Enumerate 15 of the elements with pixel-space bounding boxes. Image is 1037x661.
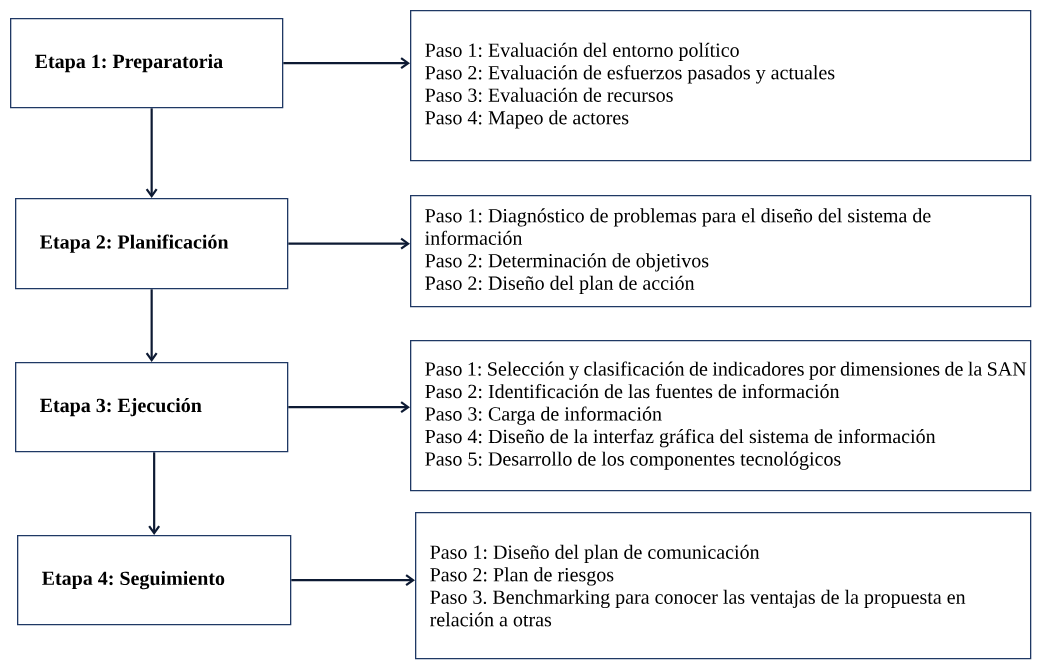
arrow: [288, 401, 410, 414]
arrow: [145, 108, 158, 198]
arrow: [291, 574, 415, 587]
steps-box: Paso 1: Diagnóstico de problemas para el diseño del sistema de información Paso 2: Determinación de objetivos Paso 2: Diseño del plan de acción: [410, 195, 1032, 308]
stage-box: Etapa 2: Planificación: [15, 198, 289, 290]
stage-box: Etapa 3: Ejecución: [15, 362, 289, 453]
arrow: [283, 57, 410, 70]
stage-box: Etapa 1: Preparatoria: [10, 18, 284, 109]
arrow: [148, 452, 161, 535]
steps-box: Paso 1: Diseño del plan de comunicación Paso 2: Plan de riesgos Paso 3. Benchmarking para conocer las ventajas de la propuesta en relación a otras: [415, 512, 1032, 660]
steps-box: Paso 1: Selección y clasificación de indicadores por dimensiones de la SAN Paso 2: Identificación de las fuentes de información Paso 3: Carga de información Paso 4: Diseño de la interfaz gráfica del sistema de información Paso 5: Desarrollo de los componentes tecnológicos: [410, 340, 1032, 492]
arrow: [145, 289, 158, 362]
arrow: [288, 237, 410, 250]
stage-box: Etapa 4: Seguimiento: [17, 535, 292, 626]
steps-box: Paso 1: Evaluación del entorno político Paso 2: Evaluación de esfuerzos pasados y actuales Paso 3: Evaluación de recursos Paso 4: Mapeo de actores: [410, 10, 1032, 162]
